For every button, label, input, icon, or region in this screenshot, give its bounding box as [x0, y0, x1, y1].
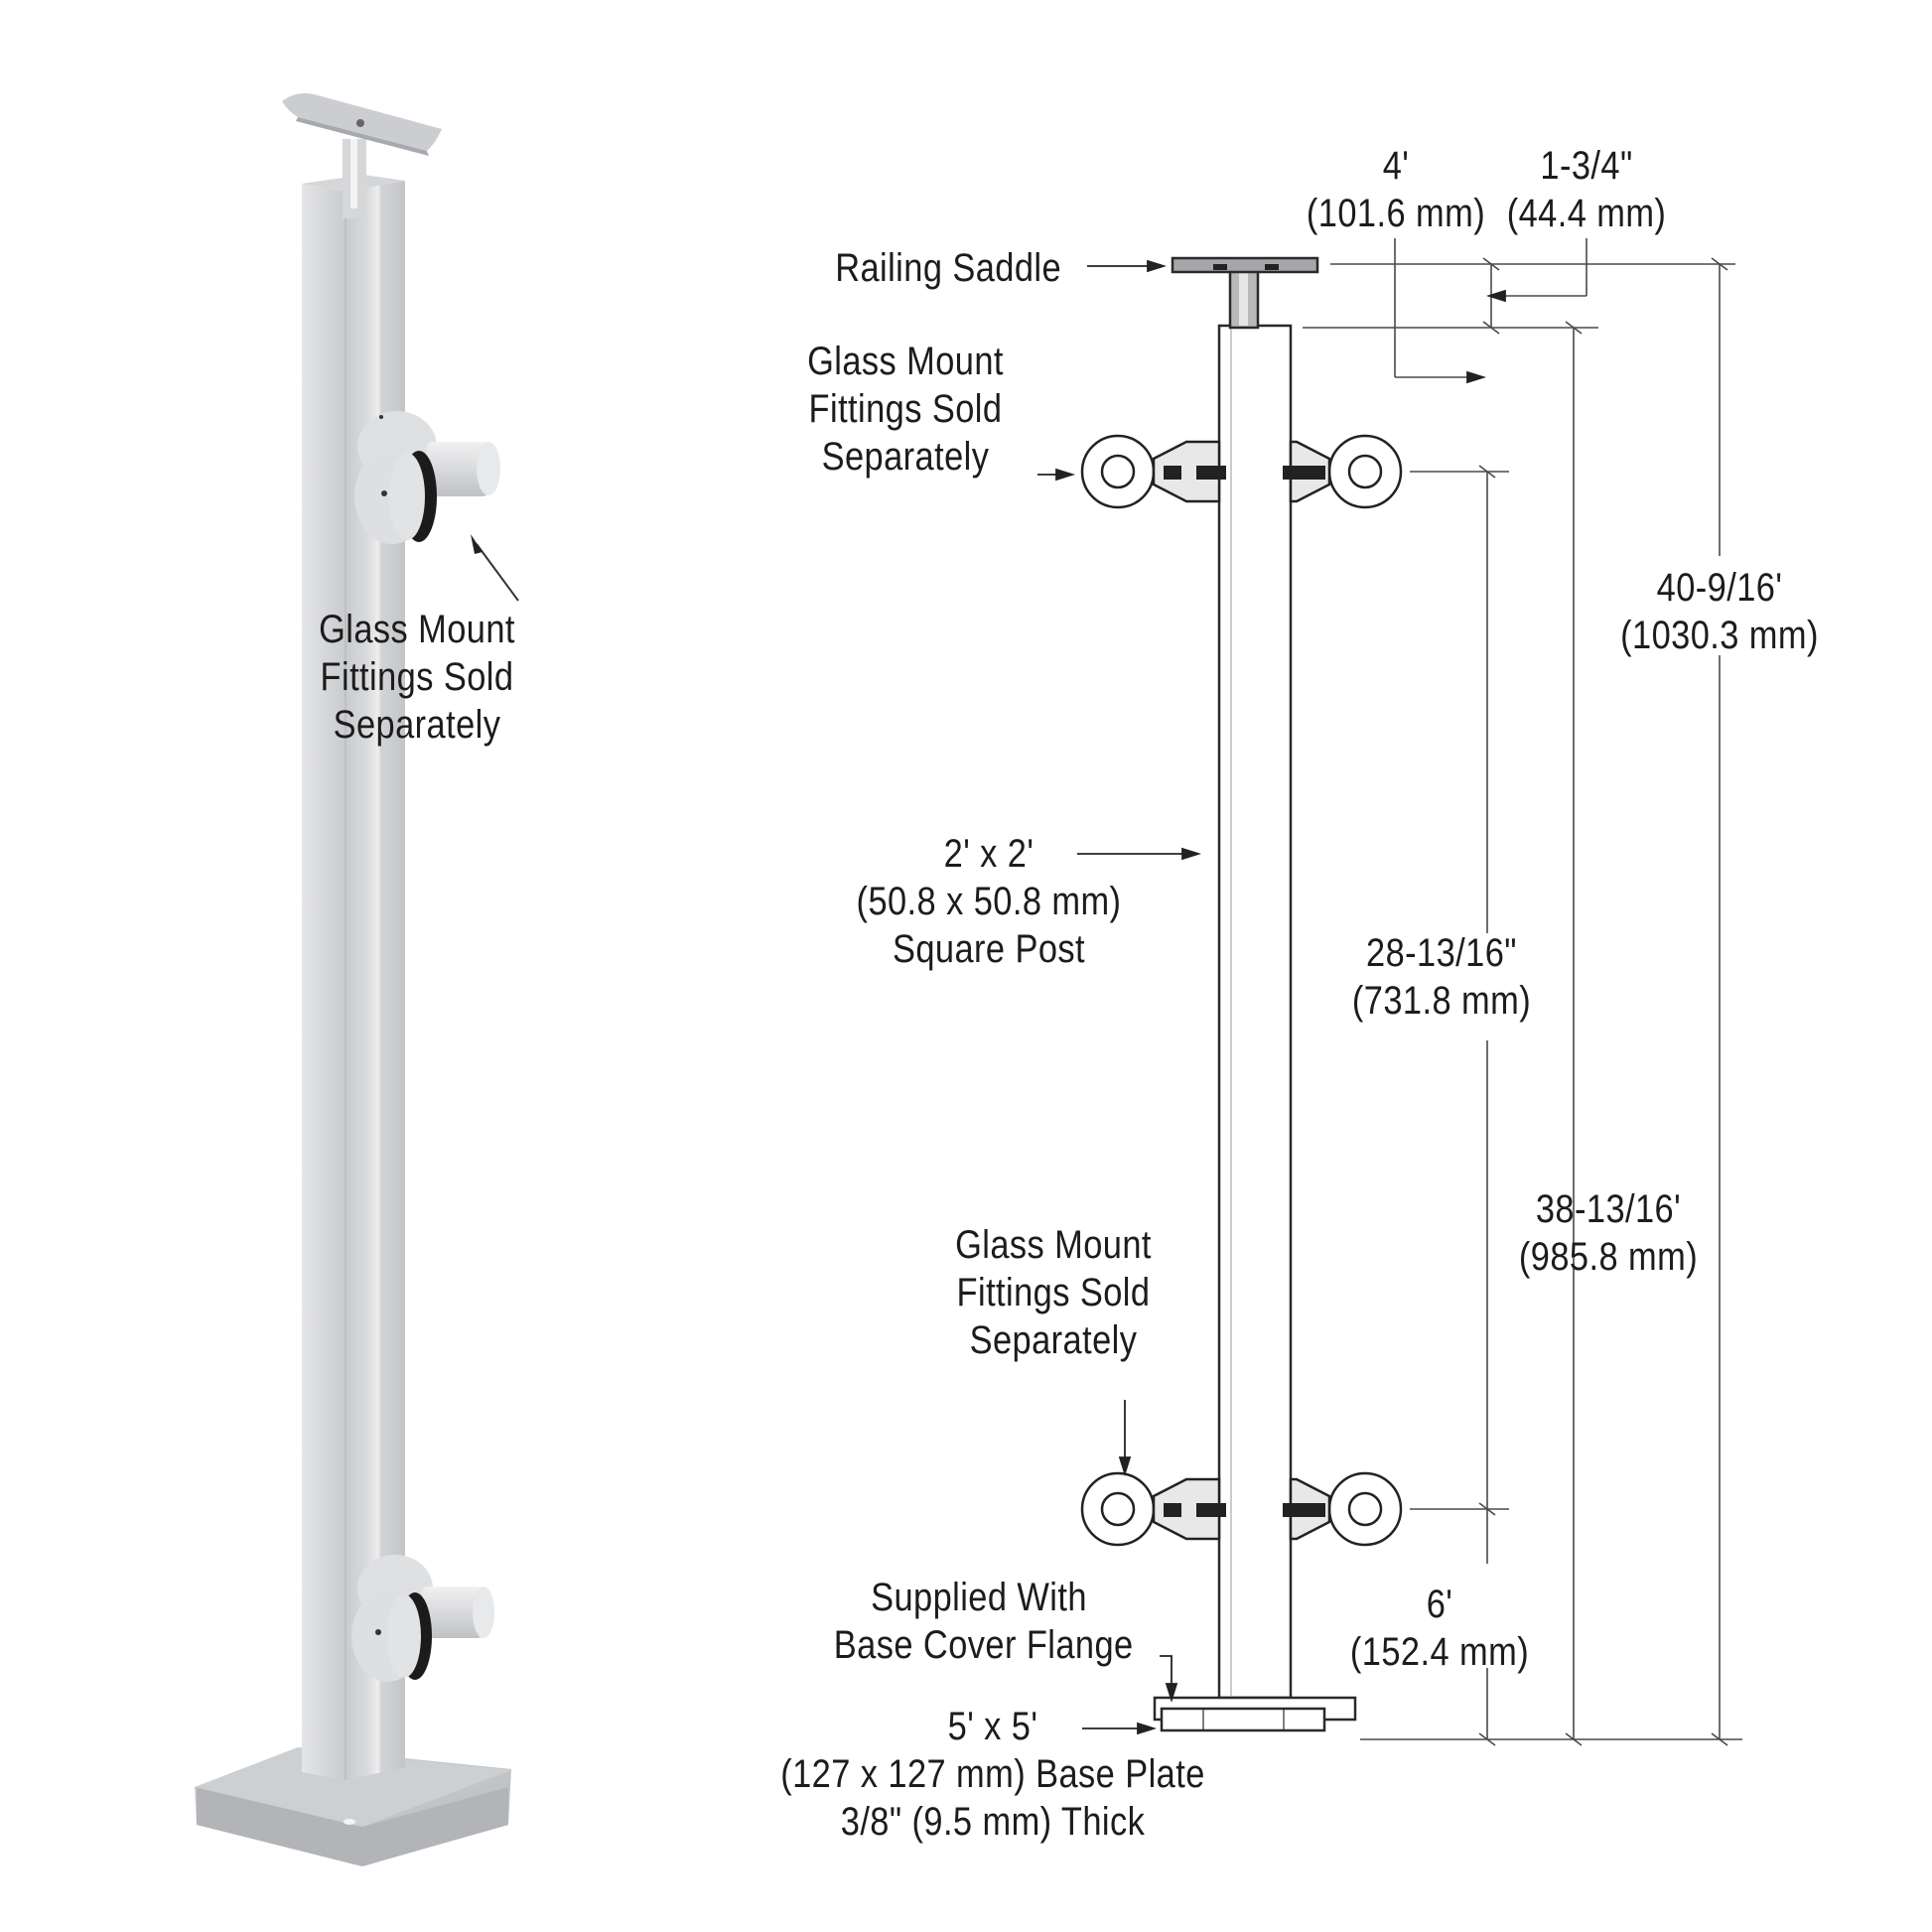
product-photo	[195, 93, 519, 1866]
base-cover-flange-label: Supplied With Base Cover Flange	[833, 1576, 1134, 1667]
callout-arrow-photo	[471, 534, 519, 602]
dim-saddle-height: 1-3/4" (44.4 mm)	[1506, 144, 1667, 235]
glass-mount-label-top: Glass Mount Fittings Sold Separately	[807, 340, 1004, 479]
railing-saddle-drawing	[1171, 256, 1319, 274]
leader-arrows	[1037, 259, 1506, 1735]
railing-saddle-photo	[282, 93, 442, 218]
glass-mount-callout-photo: Glass Mount Fittings Sold Separately	[319, 608, 515, 747]
glass-mount-fittings-bottom-drawing	[1080, 1471, 1403, 1547]
glass-mount-label-bottom: Glass Mount Fittings Sold Separately	[955, 1223, 1152, 1362]
square-post-photo	[302, 175, 405, 1780]
glass-mount-fitting-upper-photo	[354, 411, 500, 544]
dim-fitting-spacing: 28-13/16" (731.8 mm)	[1351, 931, 1532, 1023]
square-post-label: 2' x 2' (50.8 x 50.8 mm) Square Post	[856, 832, 1122, 971]
glass-mount-fittings-top-drawing	[1080, 434, 1403, 509]
dimension-lines	[1303, 238, 1742, 1746]
dim-overall-height: 40-9/16' (1030.3 mm)	[1620, 566, 1819, 657]
dim-post-height: 38-13/16' (985.8 mm)	[1518, 1187, 1699, 1279]
square-post-drawing	[1217, 324, 1293, 1700]
dim-bottom-fitting-height: 6' (152.4 mm)	[1349, 1583, 1530, 1674]
base-plate-photo	[195, 1747, 511, 1866]
base-plate-label: 5' x 5' (127 x 127 mm) Base Plate 3/8" (…	[780, 1705, 1205, 1844]
glass-mount-fitting-lower-photo	[351, 1555, 494, 1682]
railing-saddle-label: Railing Saddle	[835, 246, 1062, 290]
dim-saddle-width: 4' (101.6 mm)	[1306, 144, 1486, 235]
